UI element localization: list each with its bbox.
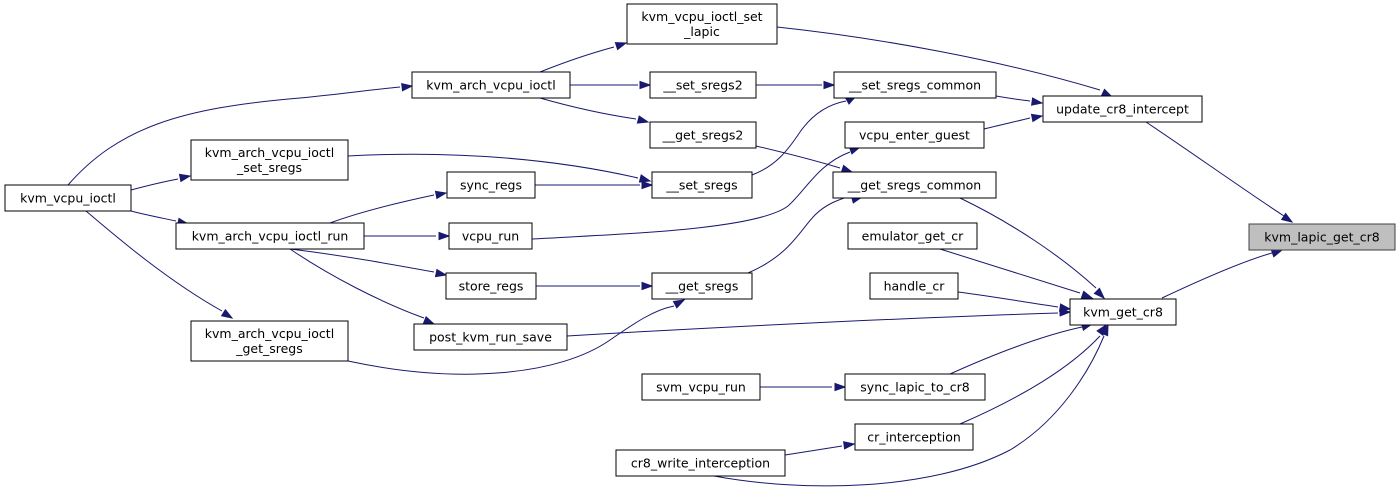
edge-svm-vcpu-run-to-sync-lapic-to-cr8: [759, 382, 847, 392]
node-label: kvm_vcpu_ioctl_set: [641, 9, 762, 24]
node-update-cr8-intercept[interactable]: update_cr8_intercept: [1042, 95, 1203, 123]
node-label: kvm_arch_vcpu_ioctl_run: [192, 229, 349, 244]
node-label: kvm_lapic_get_cr8: [1264, 230, 1380, 245]
edge-kvm-arch-vcpu-ioctl-run-to-post-kvm-run-save: [289, 248, 436, 325]
edge-store-regs-to---get-sregs: [535, 281, 654, 291]
node-set-sregs-common[interactable]: __set_sregs_common: [833, 71, 997, 99]
edge---get-sregs2-to---get-sregs-common: [755, 145, 854, 173]
edge-cr8-write-interception-to-kvm-get-cr8: [713, 323, 1109, 487]
edge-update-cr8-intercept-to-kvm-lapic-get-cr8: [1145, 121, 1294, 223]
node-get-sregs-common[interactable]: __get_sregs_common: [832, 171, 997, 199]
edge-sync-lapic-to-cr8-to-kvm-get-cr8: [949, 322, 1094, 375]
edge-cr8-write-interception-to-cr-interception: [784, 441, 856, 456]
node-label: sync_lapic_to_cr8: [860, 380, 969, 395]
node-set-sregs[interactable]: __set_sregs: [651, 171, 753, 199]
edge---set-sregs-to---set-sregs-common: [751, 95, 858, 176]
node-kvm-lapic-get-cr8[interactable]: kvm_lapic_get_cr8: [1248, 223, 1396, 251]
node-vcpu-run[interactable]: vcpu_run: [448, 222, 533, 250]
edge-kvm-vcpu-ioctl-to-kvm-arch-vcpu-ioctl: [67, 82, 414, 186]
edge-kvm-arch-vcpu-ioctl-run-to-vcpu-run: [364, 231, 451, 241]
node-get-sregs[interactable]: __get_sregs: [651, 272, 753, 300]
node-kvm-arch-vcpu-ioctl-get-sregs[interactable]: kvm_arch_vcpu_ioctl_get_sregs: [190, 320, 349, 362]
edge-kvm-arch-vcpu-ioctl-to---get-sregs2: [539, 97, 650, 124]
edge-kvm-arch-vcpu-ioctl-run-to-store-regs: [289, 248, 448, 278]
edge-sync-regs-to---set-sregs: [534, 180, 654, 190]
edge---get-sregs-common-to-kvm-get-cr8: [959, 197, 1106, 300]
call-edges: [67, 26, 1294, 487]
edge-kvm-arch-vcpu-ioctl-set-sregs-to---set-sregs: [347, 153, 652, 183]
node-label: update_cr8_intercept: [1056, 102, 1189, 117]
node-sync-lapic-to-cr8[interactable]: sync_lapic_to_cr8: [844, 373, 986, 401]
node-label: __get_sregs: [665, 279, 739, 294]
node-label: __set_sregs2: [662, 78, 742, 93]
node-handle-cr[interactable]: handle_cr: [869, 272, 959, 300]
edge---get-sregs-to---get-sregs-common: [747, 195, 864, 274]
node-label: sync_regs: [460, 178, 522, 193]
edge-kvm-arch-vcpu-ioctl-to-kvm-vcpu-ioctl-set-lapic: [539, 42, 628, 73]
edge-kvm-vcpu-ioctl-to-kvm-arch-vcpu-ioctl-set-sregs: [130, 173, 192, 191]
node-kvm-arch-vcpu-ioctl[interactable]: kvm_arch_vcpu_ioctl: [411, 71, 571, 99]
node-post-kvm-run-save[interactable]: post_kvm_run_save: [413, 323, 568, 351]
edge-kvm-vcpu-ioctl-to-kvm-arch-vcpu-ioctl-get-sregs: [85, 210, 234, 319]
node-label: svm_vcpu_run: [656, 380, 746, 395]
node-label: _lapic: [683, 24, 720, 39]
node-vcpu-enter-guest[interactable]: vcpu_enter_guest: [844, 121, 985, 149]
node-label: store_regs: [459, 279, 524, 294]
node-label: kvm_arch_vcpu_ioctl: [205, 326, 334, 341]
node-emulator-get-cr[interactable]: emulator_get_cr: [847, 222, 978, 250]
edge-handle-cr-to-kvm-get-cr8: [957, 291, 1072, 312]
node-label: _get_sregs: [235, 341, 303, 356]
node-store-regs[interactable]: store_regs: [445, 272, 537, 300]
edge-kvm-arch-vcpu-ioctl-to---set-sregs2: [570, 80, 652, 90]
node-label: __set_sregs_common: [848, 78, 981, 93]
node-label: _set_sregs: [236, 160, 302, 175]
node-label: post_kvm_run_save: [429, 330, 552, 345]
node-label: kvm_arch_vcpu_ioctl: [205, 145, 334, 160]
node-label: __get_sregs_common: [847, 178, 981, 193]
node-label: emulator_get_cr: [862, 229, 965, 244]
node-label: __set_sregs: [665, 178, 737, 193]
node-kvm-get-cr8[interactable]: kvm_get_cr8: [1069, 298, 1177, 326]
edge-kvm-arch-vcpu-ioctl-get-sregs-to---get-sregs: [347, 299, 686, 375]
edge-kvm-arch-vcpu-ioctl-run-to-sync-regs: [329, 190, 448, 224]
edge---set-sregs-common-to-update-cr8-intercept: [995, 95, 1044, 106]
node-cr8-write-interception[interactable]: cr8_write_interception: [615, 449, 786, 477]
node-label: cr8_write_interception: [631, 456, 770, 471]
node-label: kvm_vcpu_ioctl: [20, 191, 116, 206]
edge-emulator-get-cr-to-kvm-get-cr8: [939, 248, 1094, 299]
node-cr-interception[interactable]: cr_interception: [854, 423, 974, 451]
node-label: kvm_get_cr8: [1083, 305, 1163, 320]
node-label: __get_sregs2: [662, 128, 744, 143]
node-label: handle_cr: [884, 279, 946, 294]
edge-kvm-get-cr8-to-kvm-lapic-get-cr8: [1161, 249, 1284, 299]
node-label: vcpu_run: [462, 229, 519, 244]
node-label: kvm_arch_vcpu_ioctl: [426, 78, 555, 93]
node-kvm-arch-vcpu-ioctl-set-sregs[interactable]: kvm_arch_vcpu_ioctl_set_sregs: [190, 139, 349, 181]
edge-vcpu-enter-guest-to-update-cr8-intercept: [983, 113, 1044, 130]
node-kvm-arch-vcpu-ioctl-run[interactable]: kvm_arch_vcpu_ioctl_run: [175, 222, 365, 250]
edge---set-sregs2-to---set-sregs-common: [756, 80, 836, 90]
node-svm-vcpu-run[interactable]: svm_vcpu_run: [641, 373, 761, 401]
edge-post-kvm-run-save-to-kvm-get-cr8: [566, 308, 1072, 337]
node-kvm-vcpu-ioctl-set-lapic[interactable]: kvm_vcpu_ioctl_set_lapic: [626, 3, 778, 45]
node-label: vcpu_enter_guest: [859, 128, 970, 143]
node-sync-regs[interactable]: sync_regs: [446, 171, 536, 199]
node-get-sregs2[interactable]: __get_sregs2: [649, 121, 757, 149]
function-nodes: kvm_lapic_get_cr8update_cr8_interceptkvm…: [4, 3, 1396, 477]
node-kvm-vcpu-ioctl[interactable]: kvm_vcpu_ioctl: [4, 184, 132, 212]
node-set-sregs2[interactable]: __set_sregs2: [649, 71, 757, 99]
node-label: cr_interception: [867, 430, 961, 445]
